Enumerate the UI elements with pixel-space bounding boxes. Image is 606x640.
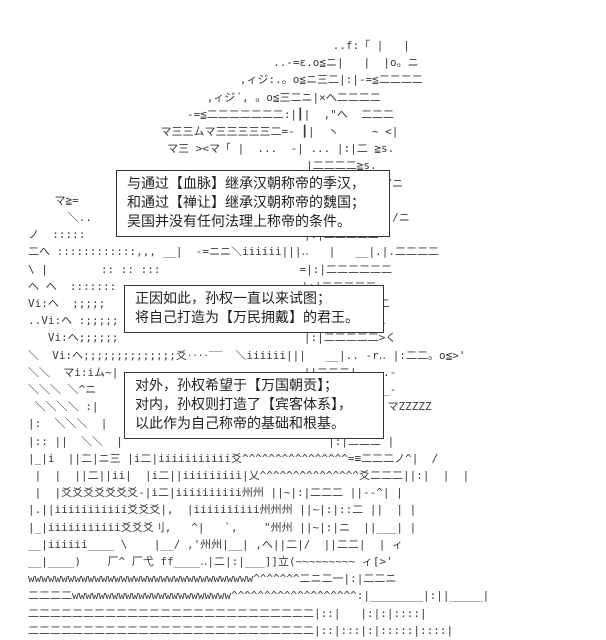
narration-line: 与通过【血脉】继承汉朝称帝的季汉， — [127, 176, 365, 192]
ascii-art-line: |_|i ||二|ニ三 |i二|iiiiiiiiiii爻^^^^^^^^^^^^… — [28, 451, 439, 465]
ascii-art-line: |_|iiiiiiiiiii爻爻爻刂, ^| `, "州州 ||~|:|ニ ||… — [28, 520, 417, 534]
narration-line: 正因如此，孙权一直以来试图； — [135, 291, 331, 307]
narration-line: 对外，孙权希望于【万国朝贡】； — [135, 378, 338, 394]
ascii-art-line: __|iiiiii____ \ |__/ ,'州州|__| ,へ||二|/ ||… — [28, 537, 404, 551]
ascii-art-line: ＼ Vi:ヘ;;;;;;;;;;;;;;爻‥‥‾‾ ＼iiiiii||| __|… — [28, 348, 466, 362]
ascii-art-line: マ三三ムマ三三三三三二=- ┃| ヽ ~ <| — [28, 125, 399, 138]
ascii-art-line: ..f:「 | | — [28, 39, 410, 52]
narration-line: 以此作为自己称帝的基础和根基。 — [135, 416, 345, 432]
ascii-art-line: wwwwwwwwwwwwwwwwwwwwwwwwwwwwwwwwww^^^^^^… — [28, 572, 397, 586]
ascii-art-line: マ三 ><マ「 | ... -| ... |:|二 ≧s. — [28, 142, 395, 156]
ascii-art-line: -=≦二二二二二二二:|┃| ,"ヘ 二二二 — [28, 107, 395, 121]
narration-line: 对内，孙权则打造了【宾客体系】， — [135, 397, 352, 413]
narration-line: 将自己打造为【万民拥戴】的君王。 — [135, 310, 359, 326]
narration-box-2: 正因如此，孙权一直以来试图； 将自己打造为【万民拥戴】的君王。 — [124, 285, 384, 333]
ascii-art-line: Vi:ヘ;;;;;; |:|二二二二二>く — [28, 331, 397, 345]
ascii-art-line: 二二二二wwwwwwwwwwwwwwwwwwwwwwww^^^^^^^^^^^^… — [28, 589, 490, 603]
ascii-art-line: | |爻爻爻爻爻爻爻-|i二|iiiiiiiiii州州 ||~|:|二二二 ||… — [28, 486, 403, 500]
narration-box-1: 与通过【血脉】继承汉朝称帝的季汉， 和通过【禅让】继承汉朝称帝的魏国； 吴国并没… — [116, 170, 390, 237]
ascii-art-line: |:: || ＼＼ | |:|二二二 | — [28, 434, 395, 448]
ascii-art-line: |二二二二≧s. — [28, 159, 377, 173]
ascii-art-line: 二へ ::::::::::::,,, __| -=ニニ＼iiiiii|||‥ |… — [28, 245, 439, 259]
ascii-art-line: |.||iiiiiiiiiii爻爻爻|, |iiiiiiiiii州州州 ||~|… — [28, 503, 417, 517]
ascii-art-line: ,ィジ:.。o≦ニ三二|:|-=≦二二二二 — [28, 73, 423, 87]
narration-box-3: 对外，孙权希望于【万国朝贡】； 对内，孙权则打造了【宾客体系】， 以此作为自己称… — [124, 372, 384, 439]
ascii-art-line: 二二二二二二二二二二二二二二二二二二二二二二二二二二|::|:::|:|::::… — [28, 623, 454, 637]
ascii-art-line: | | ||二||ii| |i二||iiiiiiiii|乂^^^^^^^^^^^… — [28, 469, 470, 482]
ascii-art-line: __|____) 厂^ 厂弋 ff____‥|二|:|___]]立(~~~~~~… — [28, 555, 393, 568]
ascii-art-line: ,ィジ´, 。o≦三二ニ|×ヘ二二二二 — [28, 90, 381, 104]
ascii-art-line: ..-=ε.o≦ニ| | |o。ニ — [28, 56, 419, 70]
ascii-art-line: 二二二二二二二二二二二二二二二二二二二二二二二二二二|::| |:|:|::::… — [28, 606, 427, 620]
narration-line: 和通过【禅让】继承汉朝称帝的魏国； — [127, 195, 365, 211]
ascii-art-line: \ | :: :: ::: =|:|二二二二二二 — [28, 262, 393, 276]
narration-line: 吴国并没有任何法理上称帝的条件。 — [127, 214, 351, 230]
